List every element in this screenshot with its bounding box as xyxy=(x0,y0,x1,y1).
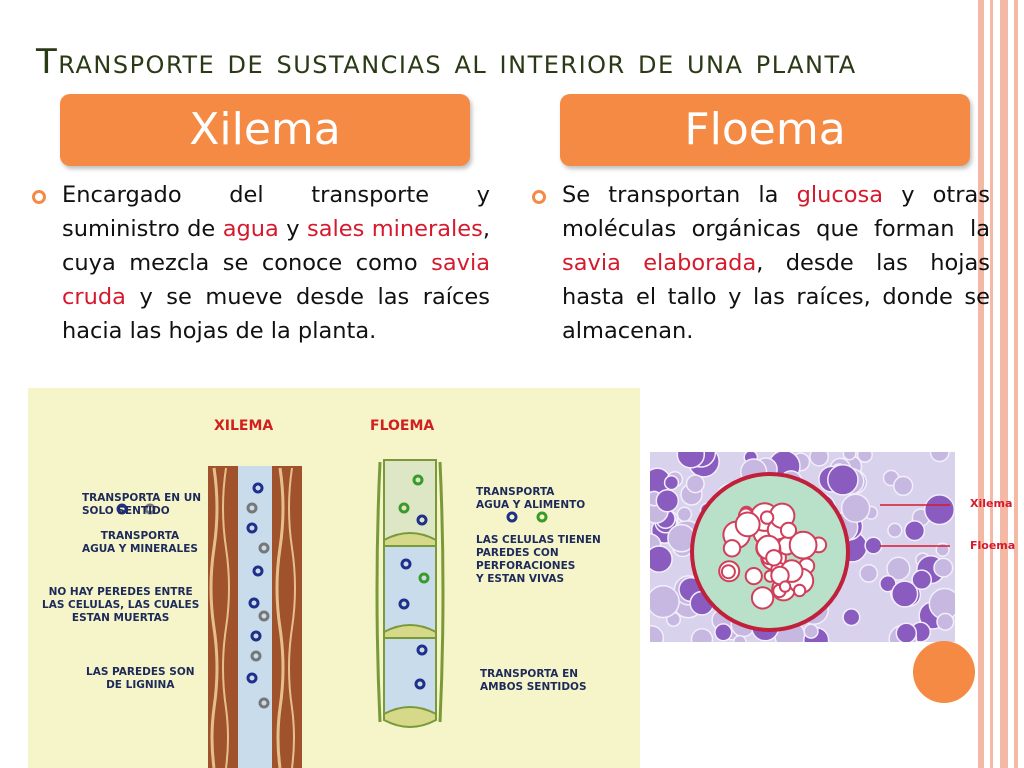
highlighted-term: savia elaborada xyxy=(562,250,757,276)
label-water-minerals: TRANSPORTA AGUA Y MINERALES xyxy=(82,530,198,555)
cell-mark xyxy=(842,608,861,627)
label-lignin-walls: LAS PAREDES SON DE LIGNINA xyxy=(86,666,195,691)
text-segment: y otras moléculas orgánicas que forman l… xyxy=(562,182,991,242)
cell-mark xyxy=(929,452,950,463)
slide-title: Transporte de sustancias al interior de … xyxy=(36,42,857,82)
cell-mark xyxy=(676,452,706,469)
xylem-phloem-diagram: XILEMA FLOEMA TRANSPORTA EN UN SOLO SENT… xyxy=(28,388,640,768)
cell-mark xyxy=(803,623,819,639)
vessel-illustration xyxy=(116,459,548,768)
micrograph-cells xyxy=(650,452,955,642)
decorative-stripes xyxy=(976,0,1024,768)
cell-mark xyxy=(936,612,955,631)
xylem-vessel-mark xyxy=(750,586,775,610)
xylem-vessel-mark xyxy=(722,539,742,558)
bullet-circle-icon xyxy=(532,190,546,204)
xilema-description: Encargado del transporte y suministro de… xyxy=(62,178,490,348)
cell-mark xyxy=(809,452,830,467)
cell-mark xyxy=(840,493,871,523)
cell-mark xyxy=(714,623,733,642)
cell-mark xyxy=(650,624,665,642)
highlighted-term: savia cruda xyxy=(62,250,490,310)
floema-description: Se transportan la glucosa y otras molécu… xyxy=(562,178,990,348)
highlighted-term: sales minerales xyxy=(306,216,483,242)
xylem-vessel-mark xyxy=(792,583,807,598)
cell-mark xyxy=(856,452,873,463)
cell-mark xyxy=(650,584,680,619)
cell-mark xyxy=(893,475,914,497)
cell-mark xyxy=(655,489,680,513)
xylem-vessel-mark xyxy=(788,530,818,560)
bullet-circle-icon xyxy=(32,190,46,204)
highlighted-term: agua xyxy=(222,216,279,242)
cell-mark xyxy=(690,628,714,642)
cell-mark xyxy=(891,580,919,608)
label-one-direction: TRANSPORTA EN UN SOLO SENTIDO xyxy=(82,492,202,517)
micrograph-label-floema: Floema xyxy=(970,539,1016,552)
cell-mark xyxy=(732,634,747,642)
cell-mark xyxy=(663,475,680,491)
text-segment: y xyxy=(278,216,307,242)
cell-mark xyxy=(904,520,926,542)
cell-mark xyxy=(911,569,933,591)
floema-bullet: Se transportan la glucosa y otras molécu… xyxy=(530,178,990,348)
cell-mark xyxy=(933,557,954,578)
floema-header: Floema xyxy=(560,94,970,166)
text-segment: Encargado del transporte y suministro de xyxy=(62,182,490,242)
xylem-vessel-mark xyxy=(720,564,736,580)
cell-mark xyxy=(895,622,918,642)
xylem-vessel-mark xyxy=(779,521,798,539)
text-segment: , cuya mezcla se conoce como xyxy=(62,216,490,276)
cell-mark xyxy=(685,474,705,494)
xylem-vessel-mark xyxy=(744,567,763,586)
diagram-xilema-title: XILEMA xyxy=(214,418,274,434)
cell-mark xyxy=(650,545,673,573)
xylem-vessel-mark xyxy=(734,511,761,538)
label-living-cells: LAS CELULAS TIENEN PAREDES CON PERFORACI… xyxy=(476,534,601,585)
cell-mark xyxy=(842,452,857,461)
cell-mark xyxy=(923,494,955,526)
micrograph-label-xilema: Xilema xyxy=(970,497,1013,510)
label-dead-cells: NO HAY PEREDES ENTRE LAS CELULAS, LAS CU… xyxy=(42,586,200,624)
xilema-bullet: Encargado del transporte y suministro de… xyxy=(30,178,490,348)
xylem-vessel-mark xyxy=(765,549,783,567)
diagram-floema-title: FLOEMA xyxy=(370,418,435,434)
xylem-vessel-mark xyxy=(759,510,775,525)
xylem-vessel-mark xyxy=(778,580,792,593)
xilema-header: Xilema xyxy=(60,94,470,166)
micrograph-pointer-lines xyxy=(880,504,950,547)
label-both-directions: TRANSPORTA EN AMBOS SENTIDOS xyxy=(480,668,587,693)
text-segment: Se transportan la xyxy=(562,182,797,208)
cell-mark xyxy=(886,556,911,581)
label-water-food: TRANSPORTA AGUA Y ALIMENTO xyxy=(476,486,586,511)
cell-mark xyxy=(887,522,903,538)
cell-mark xyxy=(859,563,879,583)
text-segment: y se mueve desde las raíces hacia las ho… xyxy=(62,284,490,344)
stem-cross-section-micrograph xyxy=(650,452,955,642)
highlighted-term: glucosa xyxy=(796,182,884,208)
cell-mark xyxy=(827,463,859,496)
text-segment: , desde las hojas hasta el tallo y las r… xyxy=(562,250,990,344)
decorative-orange-circle xyxy=(913,641,975,703)
cell-mark xyxy=(676,506,693,523)
